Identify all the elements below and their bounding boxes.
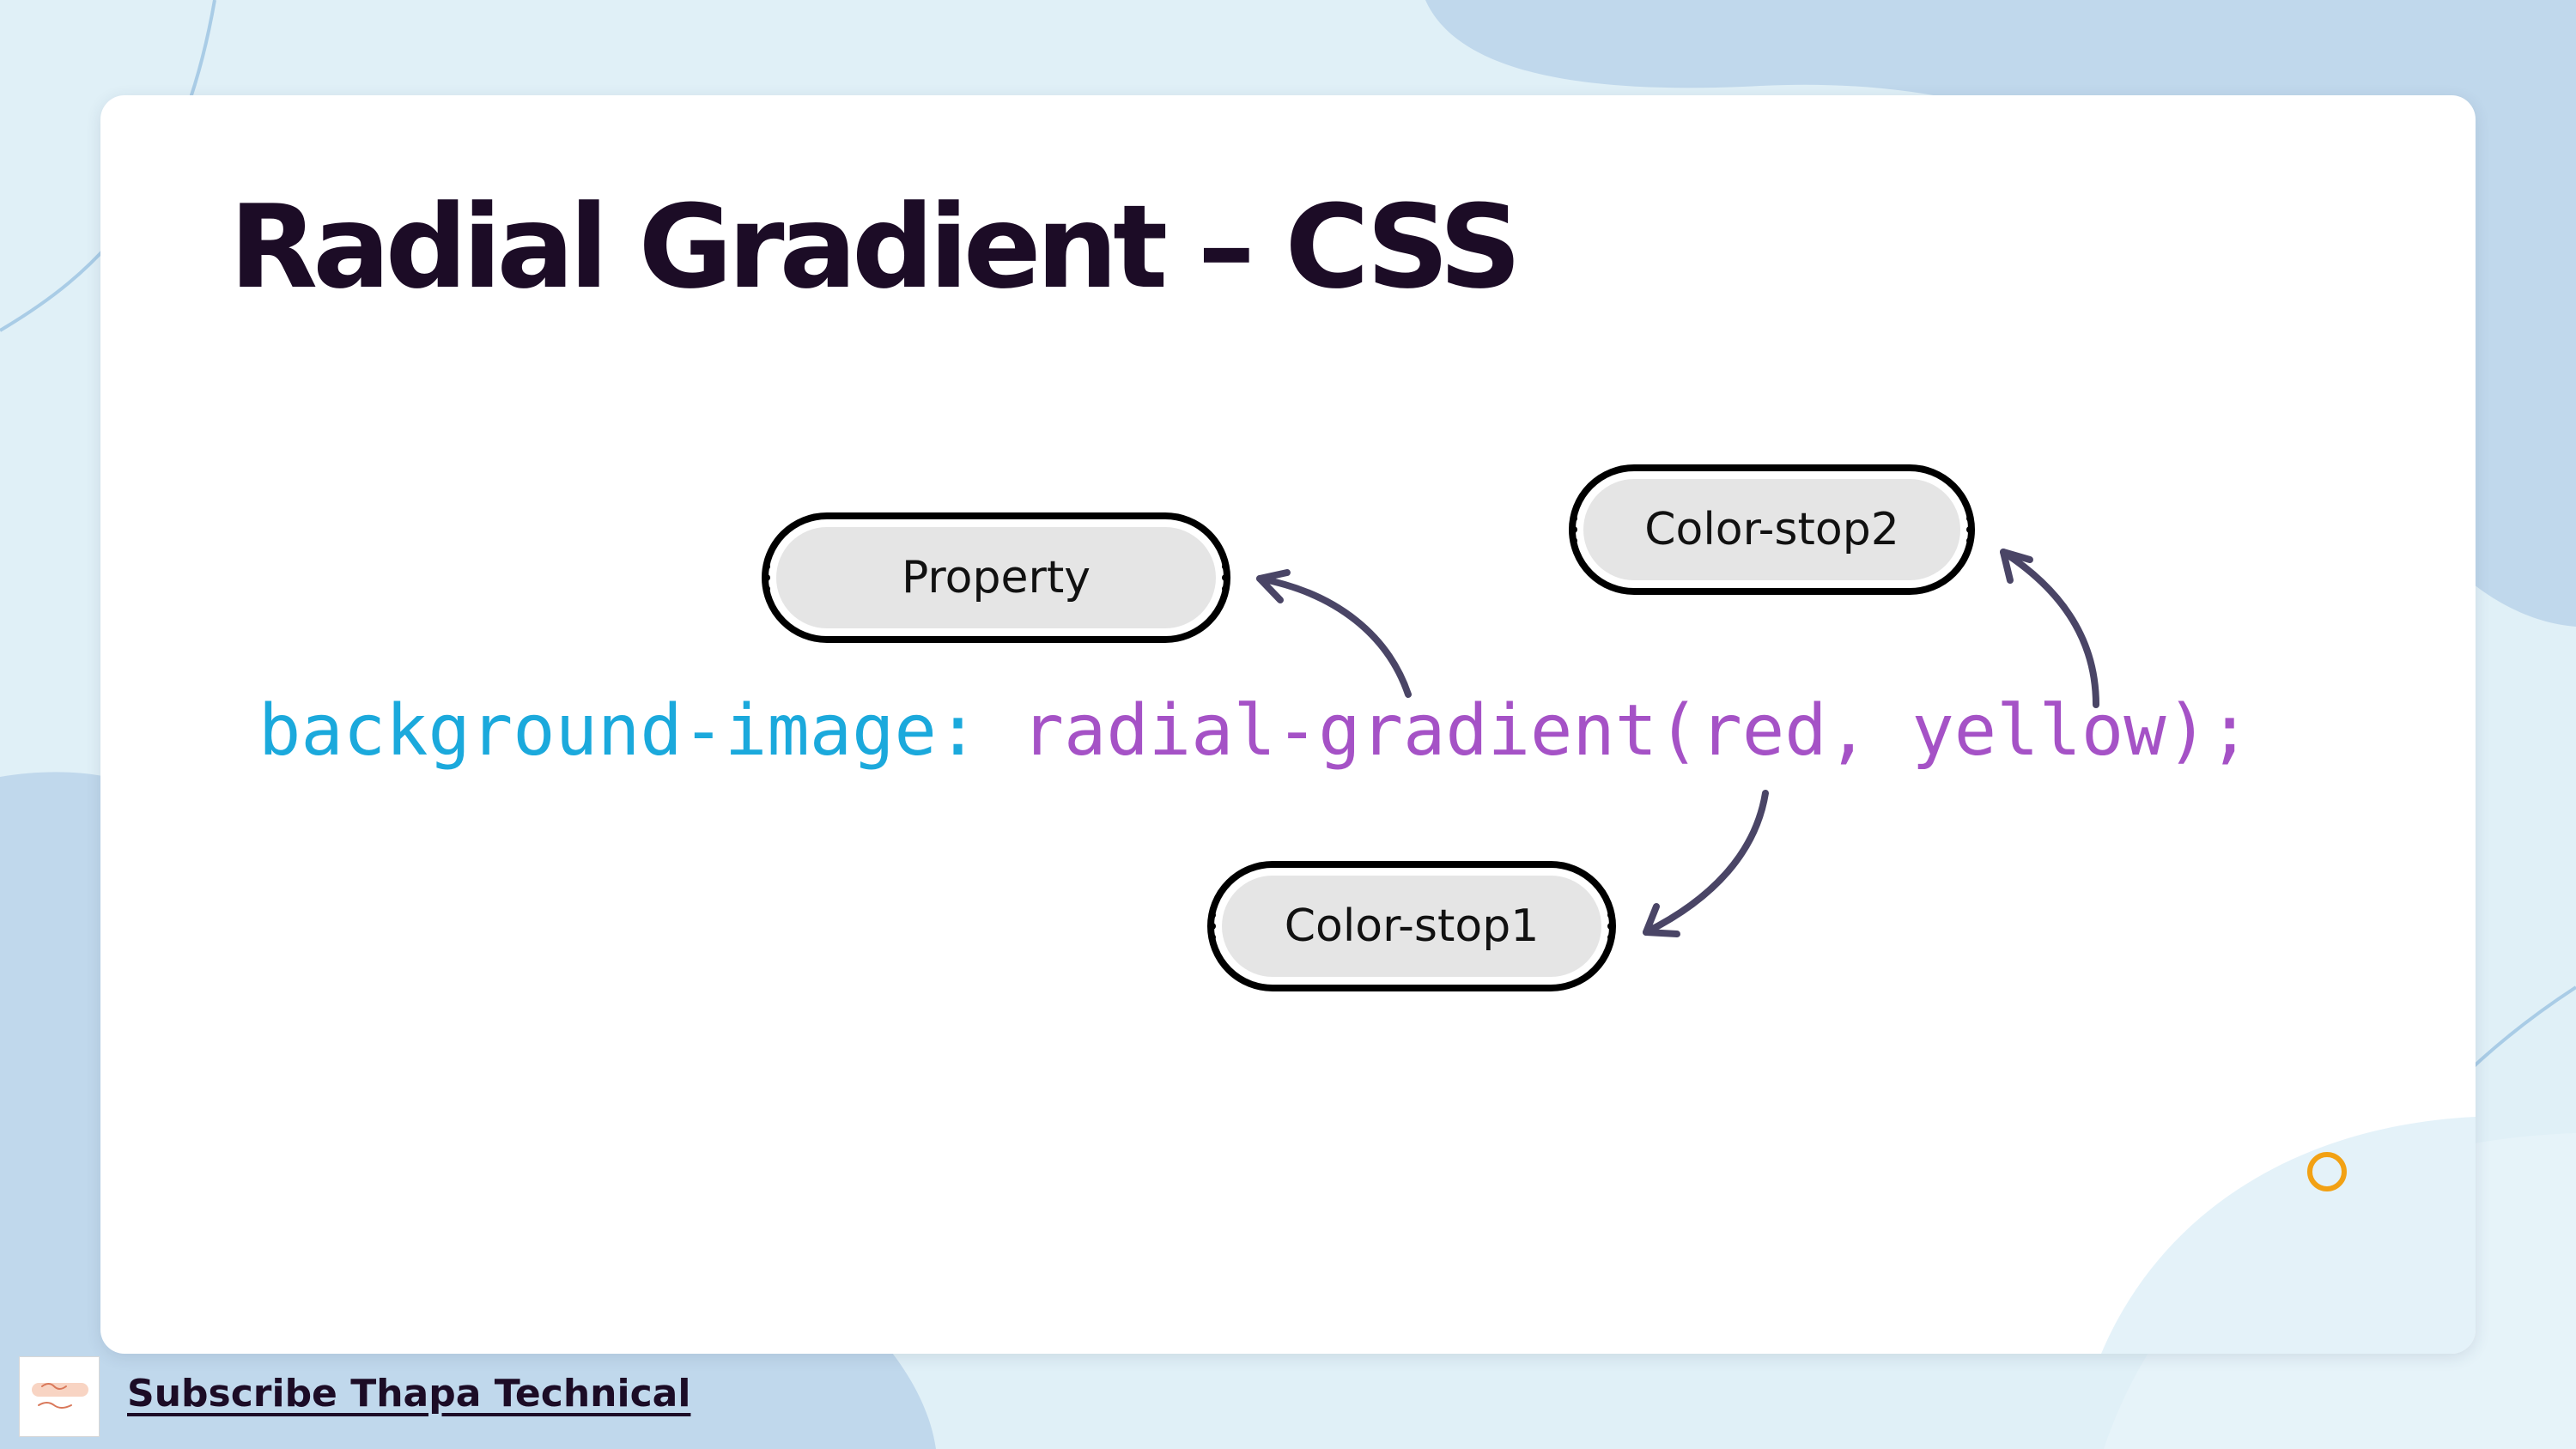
slide-title: Radial Gradient – CSS xyxy=(229,180,1522,314)
label-property: Property xyxy=(762,512,1230,643)
pill-dots-left xyxy=(1571,515,1577,544)
arrow-to-property-head-icon xyxy=(1256,569,1291,603)
arrow-to-color-stop2-icon xyxy=(2000,549,2099,708)
pill-dots-right xyxy=(1966,515,1973,544)
pill-dots-right xyxy=(1607,912,1614,941)
label-color-stop2-text: Color-stop2 xyxy=(1583,479,1960,580)
label-property-text: Property xyxy=(776,527,1216,628)
slide-card: Radial Gradient – CSS Property Color-sto… xyxy=(100,95,2476,1354)
label-color-stop2: Color-stop2 xyxy=(1569,464,1975,595)
label-color-stop1: Color-stop1 xyxy=(1207,861,1616,991)
label-color-stop1-text: Color-stop1 xyxy=(1222,876,1601,977)
logo-script-mark xyxy=(38,1383,72,1409)
arrow-to-color-stop1-head-icon xyxy=(1643,903,1680,937)
accent-ring-icon xyxy=(2307,1152,2347,1191)
code-property: background-image: xyxy=(258,690,980,772)
channel-logo[interactable] xyxy=(19,1356,100,1437)
pill-dots-left xyxy=(1209,912,1216,941)
arrow-to-property-icon xyxy=(1256,575,1412,698)
subscribe-link[interactable]: Subscribe Thapa Technical xyxy=(127,1372,691,1416)
pill-dots-right xyxy=(1222,563,1229,592)
arrow-to-color-stop2-head-icon xyxy=(2000,549,2033,584)
code-line: background-image: radial-gradient(red, y… xyxy=(258,696,2251,767)
arrow-to-color-stop1-icon xyxy=(1643,790,1769,936)
code-value: radial-gradient(red, yellow); xyxy=(1021,690,2251,772)
pill-dots-left xyxy=(763,563,770,592)
